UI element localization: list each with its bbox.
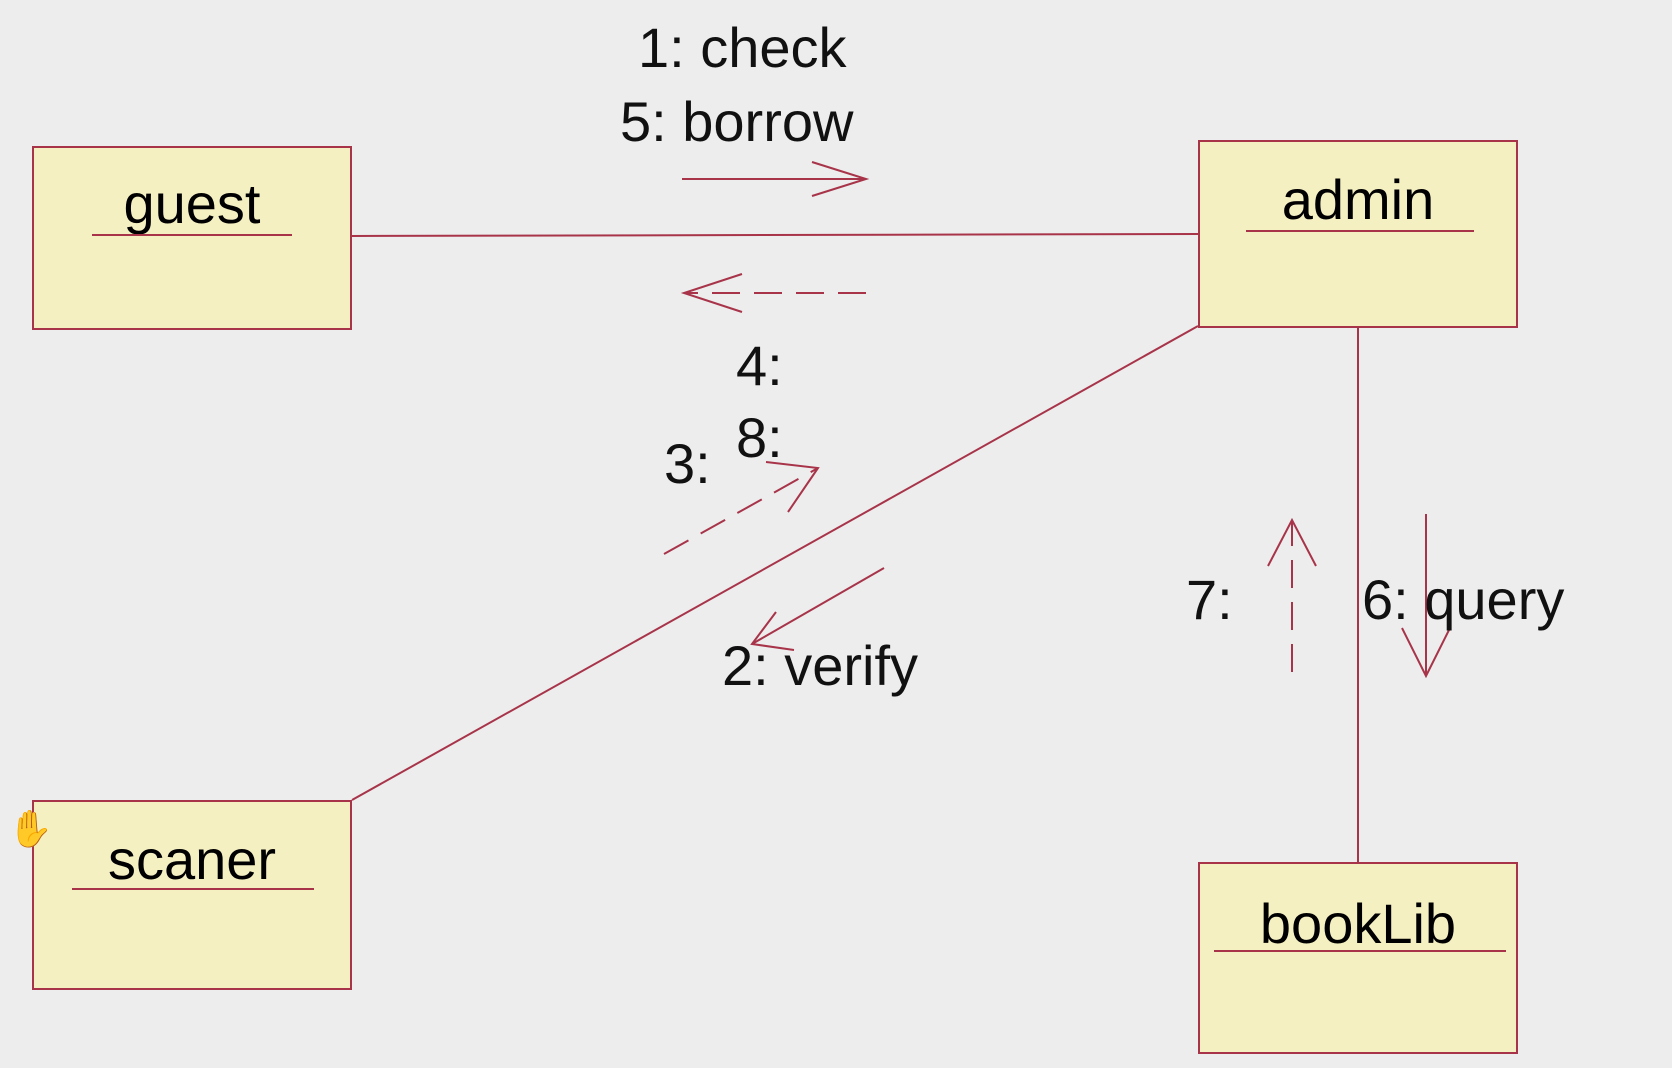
- arrow-verify: [750, 567, 885, 651]
- object-scaner[interactable]: scaner: [32, 800, 352, 990]
- link-guest-admin: [351, 233, 1199, 237]
- message-label-3: 3:: [664, 432, 711, 495]
- message-label-8: 8:: [736, 406, 783, 469]
- object-admin[interactable]: admin: [1198, 140, 1518, 328]
- object-admin-name: admin: [1281, 168, 1435, 231]
- link-admin-scaner: [351, 325, 1199, 801]
- object-scaner-underline: [72, 888, 314, 890]
- message-label-4: 4:: [736, 334, 783, 397]
- object-booklib-name: bookLib: [1259, 892, 1457, 955]
- message-label-verify: 2: verify: [722, 634, 919, 697]
- message-label-borrow: 5: borrow: [620, 90, 854, 153]
- object-guest-name: guest: [123, 172, 261, 235]
- arrow-check-borrow: [682, 161, 870, 197]
- arrow-return-admin: [663, 461, 820, 555]
- object-guest-underline: [92, 234, 292, 236]
- arrow-return-booklib: [1267, 517, 1317, 672]
- message-label-query: 6: query: [1362, 568, 1565, 631]
- message-label-7: 7:: [1186, 568, 1233, 631]
- object-scaner-name: scaner: [107, 828, 277, 891]
- message-label-check: 1: check: [638, 16, 847, 79]
- hand-cursor-icon: ✋: [8, 808, 53, 849]
- object-booklib[interactable]: bookLib: [1198, 862, 1518, 1054]
- arrow-return-guest: [680, 273, 866, 313]
- object-guest[interactable]: guest: [32, 146, 352, 330]
- object-admin-underline: [1246, 230, 1474, 232]
- arrow-query: [1401, 514, 1451, 679]
- object-booklib-underline: [1214, 950, 1506, 952]
